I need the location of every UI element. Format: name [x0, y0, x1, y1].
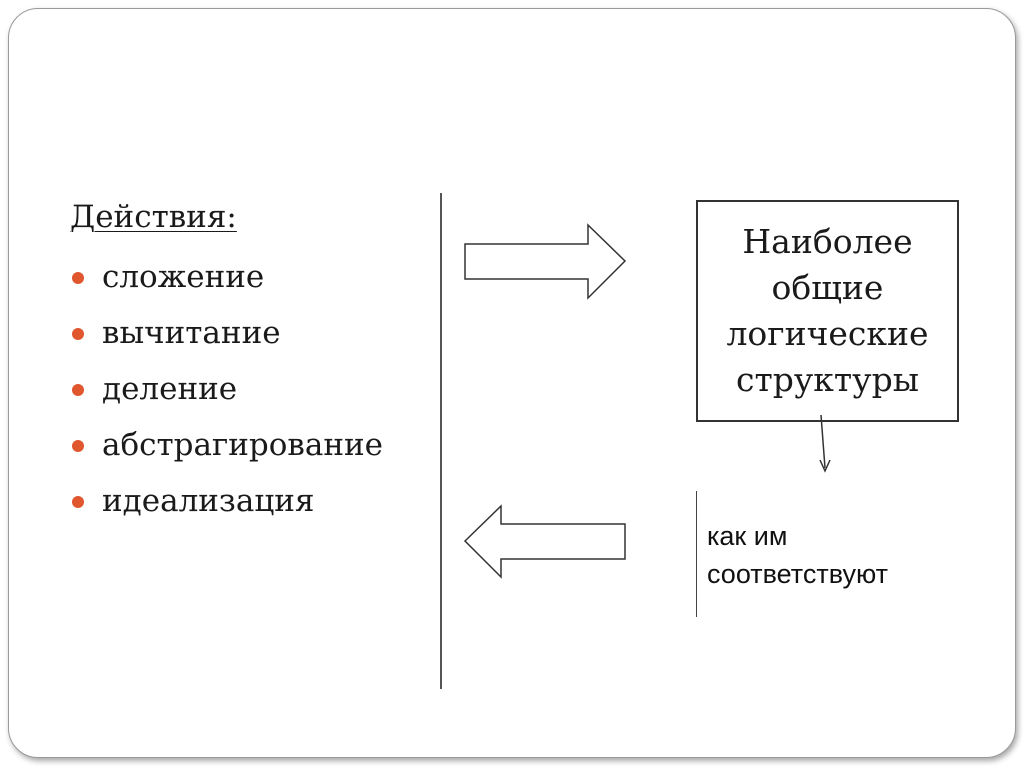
annotation-bracket-line [696, 491, 697, 617]
correspondence-text: как им соответствуют [707, 521, 888, 589]
slide: Действия: сложение вычитание деление абс… [8, 8, 1016, 758]
result-box: Наиболее общие логические структуры [696, 200, 959, 422]
list-item-label: деление [102, 371, 238, 407]
bullet-icon [72, 272, 84, 284]
left-arrow-icon [463, 504, 626, 579]
vertical-divider [440, 193, 442, 689]
bullet-icon [72, 384, 84, 396]
bullet-icon [72, 328, 84, 340]
bullet-icon [72, 496, 84, 508]
actions-heading: Действия: [70, 199, 237, 235]
list-item-label: идеализация [102, 483, 315, 519]
down-arrow-icon [819, 414, 831, 473]
list-item: идеализация [70, 479, 383, 535]
list-item: сложение [70, 255, 383, 311]
list-item: абстрагирование [70, 423, 383, 479]
list-item-label: абстрагирование [102, 427, 383, 463]
list-item: деление [70, 367, 383, 423]
list-item-label: вычитание [102, 315, 281, 351]
bullet-icon [72, 440, 84, 452]
right-arrow-icon [464, 223, 627, 300]
result-box-text: Наиболее общие логические структуры [726, 222, 929, 399]
actions-list: сложение вычитание деление абстрагирован… [70, 255, 383, 535]
list-item-label: сложение [102, 259, 265, 295]
list-item: вычитание [70, 311, 383, 367]
